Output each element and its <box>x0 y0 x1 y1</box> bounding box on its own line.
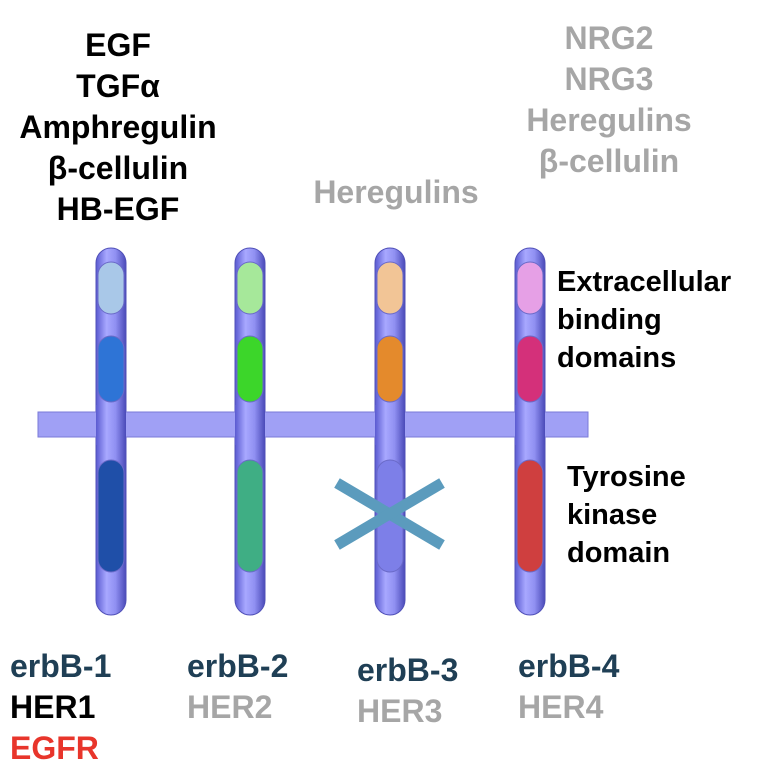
annotation-line: binding <box>557 304 662 336</box>
ligand-heregulins: Heregulins <box>526 102 692 138</box>
extracellular-domain-upper <box>97 261 125 315</box>
ligand-egf: EGF <box>85 27 151 63</box>
erbb3-ligand-list: Heregulins <box>290 172 502 213</box>
inactive-kinase-cross <box>334 478 445 550</box>
extracellular-domain-annotation: Extracellular binding domains <box>557 263 731 377</box>
annotation-line: domains <box>557 342 677 374</box>
ligand-beta-cellulin: β-cellulin <box>47 150 189 186</box>
erbb4-ligand-list: NRG2 NRG3 Heregulins β-cellulin <box>500 18 718 182</box>
receptor-transmembrane-segment <box>96 405 126 445</box>
erbb1-ligand-list: EGF TGFα Amphregulin β-cellulin HB-EGF <box>0 25 236 230</box>
extracellular-domain-upper <box>376 261 404 315</box>
receptor-label-erbb2: erbB-2 HER2 <box>187 646 288 728</box>
tyrosine-kinase-domain <box>516 459 544 573</box>
ligand-tgf-alpha: TGFα <box>76 68 160 104</box>
gene-name: erbB-2 <box>187 648 289 684</box>
cell-membrane <box>37 411 589 438</box>
extracellular-domain-upper <box>516 261 544 315</box>
extracellular-domain-lower <box>97 335 125 403</box>
extracellular-domain-lower <box>376 335 404 403</box>
extracellular-domain-lower <box>516 335 544 403</box>
her-name: HER1 <box>10 689 96 725</box>
tyrosine-kinase-domain <box>236 459 264 573</box>
receptor-transmembrane-segment <box>515 405 545 445</box>
extracellular-domain-lower <box>236 335 264 403</box>
receptor-transmembrane-segment <box>235 405 265 445</box>
receptor-label-erbb4: erbB-4 HER4 <box>518 646 619 728</box>
ligand-heregulins: Heregulins <box>313 174 479 210</box>
tyrosine-kinase-domain <box>97 459 125 573</box>
extracellular-domain-upper <box>236 261 264 315</box>
gene-name: erbB-1 <box>10 648 112 684</box>
ligand-nrg3: NRG3 <box>564 61 654 97</box>
her-name: HER4 <box>518 689 604 725</box>
receptor-transmembrane-segment <box>375 405 405 445</box>
ligand-amphregulin: Amphregulin <box>19 109 217 145</box>
annotation-line: kinase <box>567 499 658 531</box>
gene-name: erbB-3 <box>357 652 459 688</box>
kinase-domain-annotation: Tyrosine kinase domain <box>567 458 686 572</box>
receptor-label-erbb3: erbB-3 HER3 <box>357 650 458 732</box>
receptor-label-erbb1: erbB-1 HER1 EGFR <box>10 646 111 769</box>
egfr-alias: EGFR <box>10 730 99 766</box>
ligand-beta-cellulin: β-cellulin <box>538 143 680 179</box>
annotation-line: domain <box>567 537 671 569</box>
annotation-line: Tyrosine <box>567 461 686 493</box>
her-name: HER3 <box>357 693 443 729</box>
ligand-hb-egf: HB-EGF <box>56 191 180 227</box>
her-name: HER2 <box>187 689 273 725</box>
gene-name: erbB-4 <box>518 648 620 684</box>
ligand-nrg2: NRG2 <box>564 20 654 56</box>
annotation-line: Extracellular <box>557 266 732 298</box>
